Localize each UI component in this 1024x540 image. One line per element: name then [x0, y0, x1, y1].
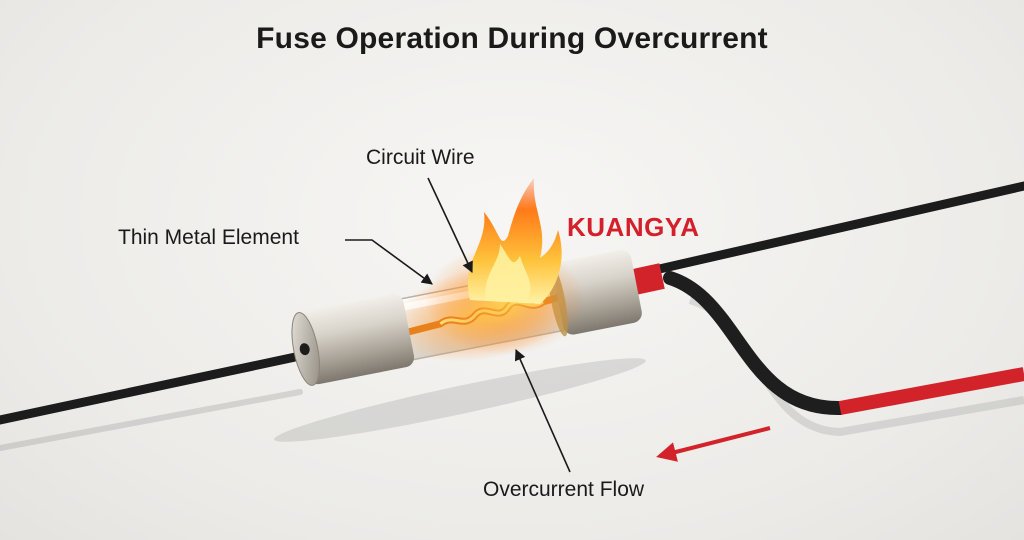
pointer-lines [345, 177, 571, 473]
metal-element-pointer [345, 239, 433, 285]
right-wire-black [650, 181, 1024, 275]
brand-logo: KUANGYA [567, 212, 700, 242]
label-overcurrent-flow: Overcurrent Flow [483, 478, 645, 501]
flame-icon [425, 178, 585, 355]
curved-wire [663, 271, 847, 416]
page-title: Fuse Operation During Overcurrent [256, 22, 768, 55]
red-wire [838, 367, 1024, 415]
left-end-cap [297, 294, 415, 385]
left-wire [0, 351, 305, 425]
label-thin-metal-element: Thin Metal Element [118, 226, 299, 249]
overcurrent-pointer [514, 348, 571, 473]
label-circuit-wire: Circuit Wire [366, 146, 475, 169]
circuit-wire-pointer [427, 177, 473, 274]
arrow-icon [656, 426, 771, 462]
